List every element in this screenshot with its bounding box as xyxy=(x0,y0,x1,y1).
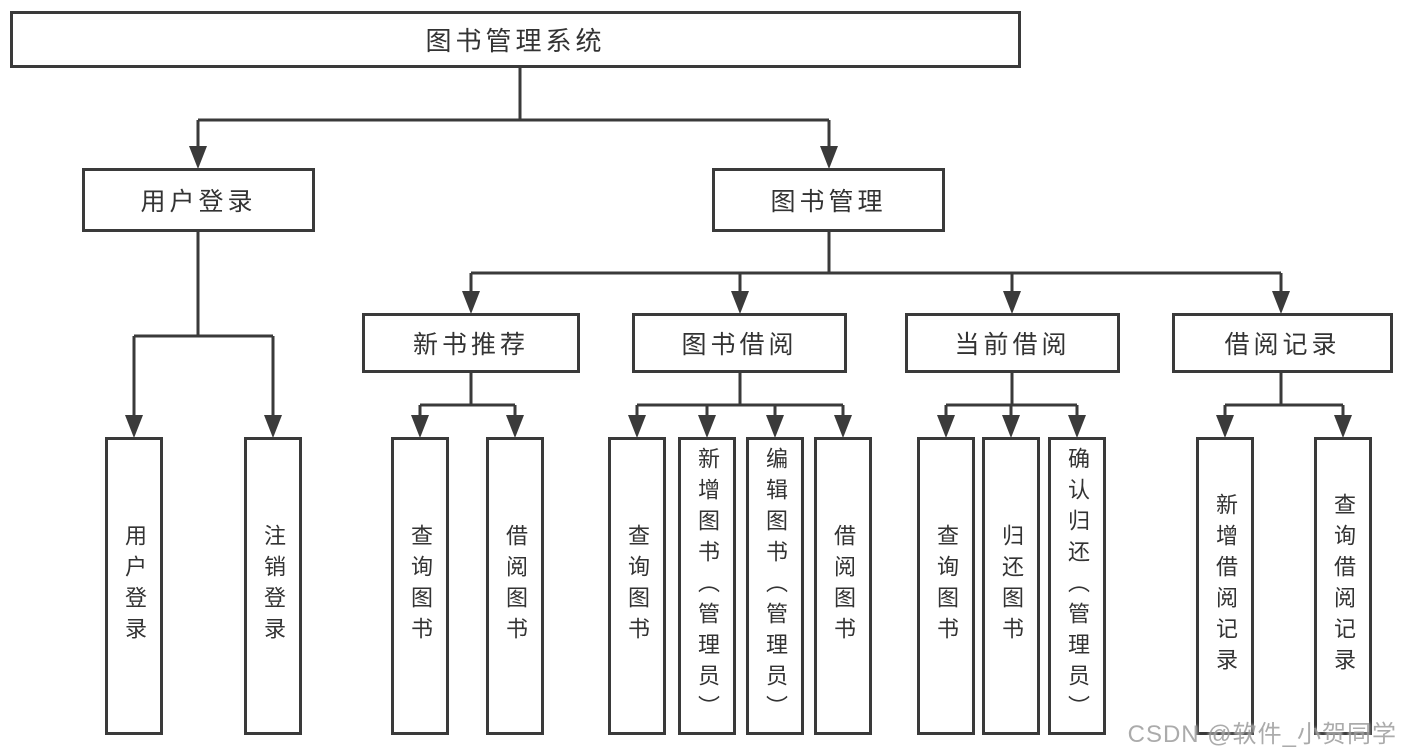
leaf-current-return-books: 归还图书 xyxy=(982,437,1040,735)
arrowhead xyxy=(1068,415,1086,438)
node-current-borrow: 当前借阅 xyxy=(905,313,1120,373)
arrowhead xyxy=(264,415,282,438)
leaf-logout: 注销登录 xyxy=(244,437,302,735)
leaf-label: 查询图书 xyxy=(934,524,959,648)
node-book-management: 图书管理 xyxy=(712,168,945,232)
leaf-label: 注销登录 xyxy=(261,524,286,648)
arrowhead xyxy=(766,415,784,438)
arrowhead xyxy=(937,415,955,438)
leaf-user-login: 用户登录 xyxy=(105,437,163,735)
leaf-label: 查询图书 xyxy=(625,524,650,648)
arrowhead xyxy=(125,415,143,438)
connector-root-to-level1 xyxy=(189,68,838,169)
leaf-label: 编辑图书（管理员） xyxy=(763,446,788,726)
arrowhead xyxy=(628,415,646,438)
arrowhead xyxy=(1272,291,1290,314)
leaf-label: 查询图书 xyxy=(408,524,433,648)
arrowhead xyxy=(834,415,852,438)
arrowhead xyxy=(189,146,207,169)
leaf-label: 归还图书 xyxy=(999,524,1024,648)
leaf-recommend-borrow-books: 借阅图书 xyxy=(486,437,544,735)
leaf-records-add-record: 新增借阅记录 xyxy=(1196,437,1254,735)
leaf-label: 查询借阅记录 xyxy=(1331,493,1356,679)
arrowhead xyxy=(411,415,429,438)
arrowhead xyxy=(1003,291,1021,314)
node-label: 借阅记录 xyxy=(1224,331,1341,359)
leaf-label: 新增借阅记录 xyxy=(1213,493,1238,679)
node-label: 图书借阅 xyxy=(681,331,798,359)
node-label: 新书推荐 xyxy=(412,331,529,359)
leaf-borrow-add-books-admin: 新增图书（管理员） xyxy=(678,437,736,735)
node-user-login: 用户登录 xyxy=(82,168,315,232)
node-label: 图书管理 xyxy=(770,188,887,216)
arrowhead xyxy=(506,415,524,438)
arrowhead xyxy=(1334,415,1352,438)
node-borrow-records: 借阅记录 xyxy=(1172,313,1393,373)
leaf-label: 用户登录 xyxy=(122,524,147,648)
connector-borrow-records-children xyxy=(1216,373,1352,438)
leaf-label: 借阅图书 xyxy=(503,524,528,648)
connector-new-book-recommend-children xyxy=(411,373,524,438)
node-library-management-system: 图书管理系统 xyxy=(10,11,1021,68)
connector-book-borrow-children xyxy=(628,373,852,438)
arrowhead xyxy=(1002,415,1020,438)
leaf-current-confirm-return-admin: 确认归还（管理员） xyxy=(1048,437,1106,735)
node-book-borrow: 图书借阅 xyxy=(632,313,847,373)
node-label: 用户登录 xyxy=(140,188,257,216)
arrowhead xyxy=(731,291,749,314)
leaf-borrow-query-books: 查询图书 xyxy=(608,437,666,735)
connector-book-management-children xyxy=(462,232,1290,314)
leaf-recommend-query-books: 查询图书 xyxy=(391,437,449,735)
leaf-records-query-record: 查询借阅记录 xyxy=(1314,437,1372,735)
leaf-current-query-books: 查询图书 xyxy=(917,437,975,735)
leaf-label: 新增图书（管理员） xyxy=(695,446,720,726)
connector-user-login-children xyxy=(125,232,282,438)
connector-current-borrow-children xyxy=(937,373,1086,438)
arrowhead xyxy=(820,146,838,169)
arrowhead xyxy=(1216,415,1234,438)
node-label: 图书管理系统 xyxy=(425,26,606,56)
leaf-label: 借阅图书 xyxy=(831,524,856,648)
leaf-borrow-edit-books-admin: 编辑图书（管理员） xyxy=(746,437,804,735)
csdn-watermark: CSDN @软件_小贺同学 xyxy=(1127,721,1397,747)
arrowhead xyxy=(698,415,716,438)
arrowhead xyxy=(462,291,480,314)
node-label: 当前借阅 xyxy=(954,331,1071,359)
node-new-book-recommend: 新书推荐 xyxy=(362,313,580,373)
leaf-borrow-borrow-books: 借阅图书 xyxy=(814,437,872,735)
leaf-label: 确认归还（管理员） xyxy=(1065,446,1090,726)
